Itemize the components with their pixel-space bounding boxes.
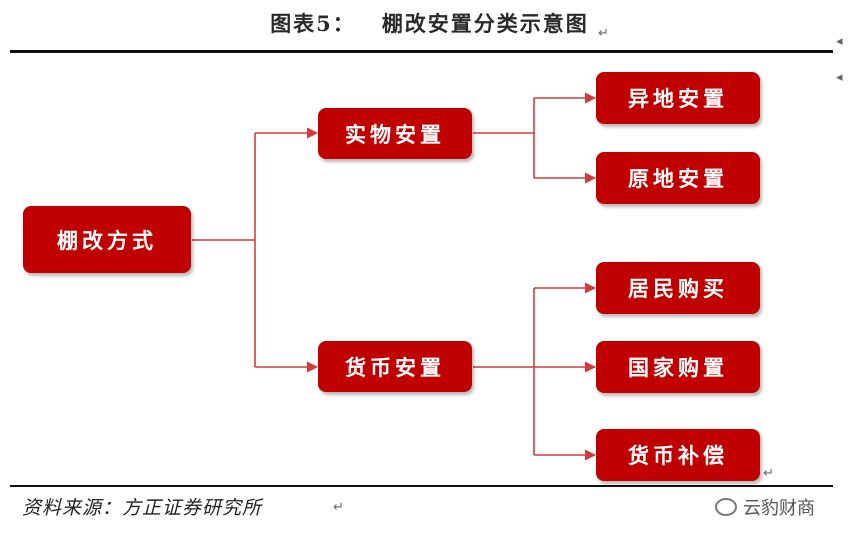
paragraph-mark-icon: ↵	[763, 466, 774, 481]
node-cash-compensation: 货币补偿	[596, 429, 760, 481]
node-state-purchase: 国家购置	[596, 341, 760, 393]
source-note: 资料来源：方正证券研究所	[22, 497, 263, 519]
node-resident-purchase: 居民购买	[596, 262, 760, 314]
node-monetary: 货币安置	[318, 341, 472, 392]
watermark-text: 云豹财商	[743, 498, 815, 519]
paragraph-mark-icon: ↵	[333, 500, 344, 515]
figure-title: 图表5： 棚改安置分类示意图	[0, 8, 859, 38]
figure-title-text: 棚改安置分类示意图	[381, 11, 589, 36]
anchor-mark-icon: ◂	[836, 70, 843, 85]
anchor-mark-icon: ◂	[836, 34, 843, 49]
bottom-rule	[10, 485, 833, 487]
node-root: 棚改方式	[23, 206, 191, 273]
node-relocation: 异地安置	[596, 72, 760, 124]
wechat-icon	[715, 498, 737, 516]
watermark: 云豹财商	[715, 494, 815, 520]
node-in-place: 原地安置	[596, 152, 760, 204]
figure-label: 图表5：	[270, 11, 356, 36]
top-rule	[10, 50, 833, 53]
node-physical: 实物安置	[318, 108, 472, 159]
paragraph-mark-icon: ↵	[598, 26, 609, 41]
